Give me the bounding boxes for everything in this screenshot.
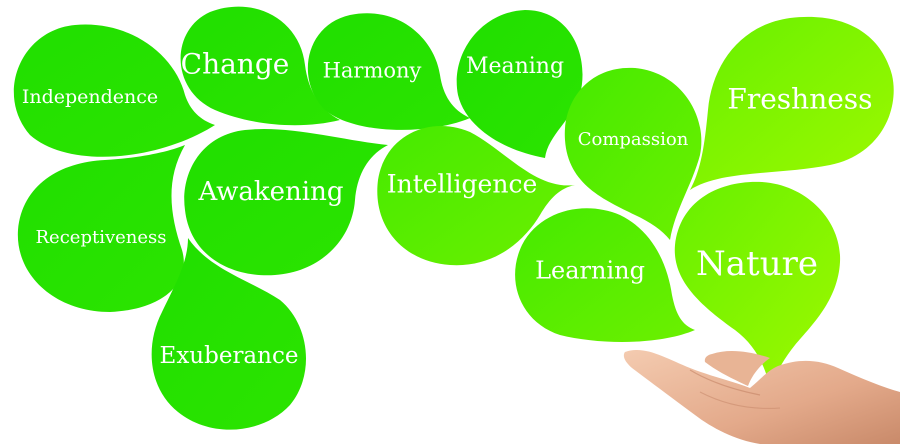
bubble-intelligence [377,125,575,266]
word-compassion: Compassion [578,129,689,150]
bubble-compassion [564,67,702,240]
word-intelligence: Intelligence [387,170,538,199]
bubble-receptiveness [17,145,185,312]
word-change: Change [181,48,290,81]
word-awakening: Awakening [198,177,344,207]
bubble-harmony [307,13,470,130]
hand-icon [623,350,900,444]
word-independence: Independence [22,86,158,108]
bubble-nature [674,181,841,388]
bubble-freshness [690,16,894,190]
word-meaning: Meaning [466,54,564,79]
word-freshness: Freshness [727,83,872,116]
bubble-exuberance [151,238,307,430]
bubble-change [180,6,340,126]
word-exuberance: Exuberance [160,343,299,369]
bubble-awakening [184,128,388,276]
bubble-meaning [456,10,583,158]
bubble-learning [515,208,695,342]
bubble-independence [13,24,215,157]
word-nature: Nature [696,244,818,284]
word-learning: Learning [535,257,645,285]
word-receptiveness: Receptiveness [36,227,167,248]
word-harmony: Harmony [323,59,422,83]
